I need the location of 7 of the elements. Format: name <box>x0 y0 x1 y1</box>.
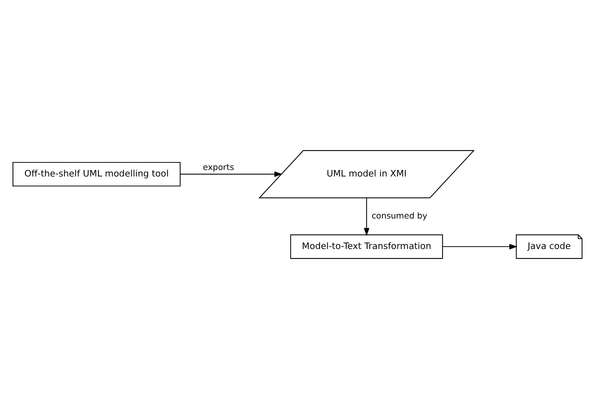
edge-label: exports <box>202 161 234 172</box>
arrow <box>442 243 518 249</box>
edge-label: consumed by <box>372 210 428 220</box>
node-box: Off-the-shelf UML modelling tool <box>12 161 181 186</box>
node-box: Model-to-Text Transformation <box>290 234 443 258</box>
arrow <box>364 197 370 236</box>
arrow <box>180 170 282 176</box>
